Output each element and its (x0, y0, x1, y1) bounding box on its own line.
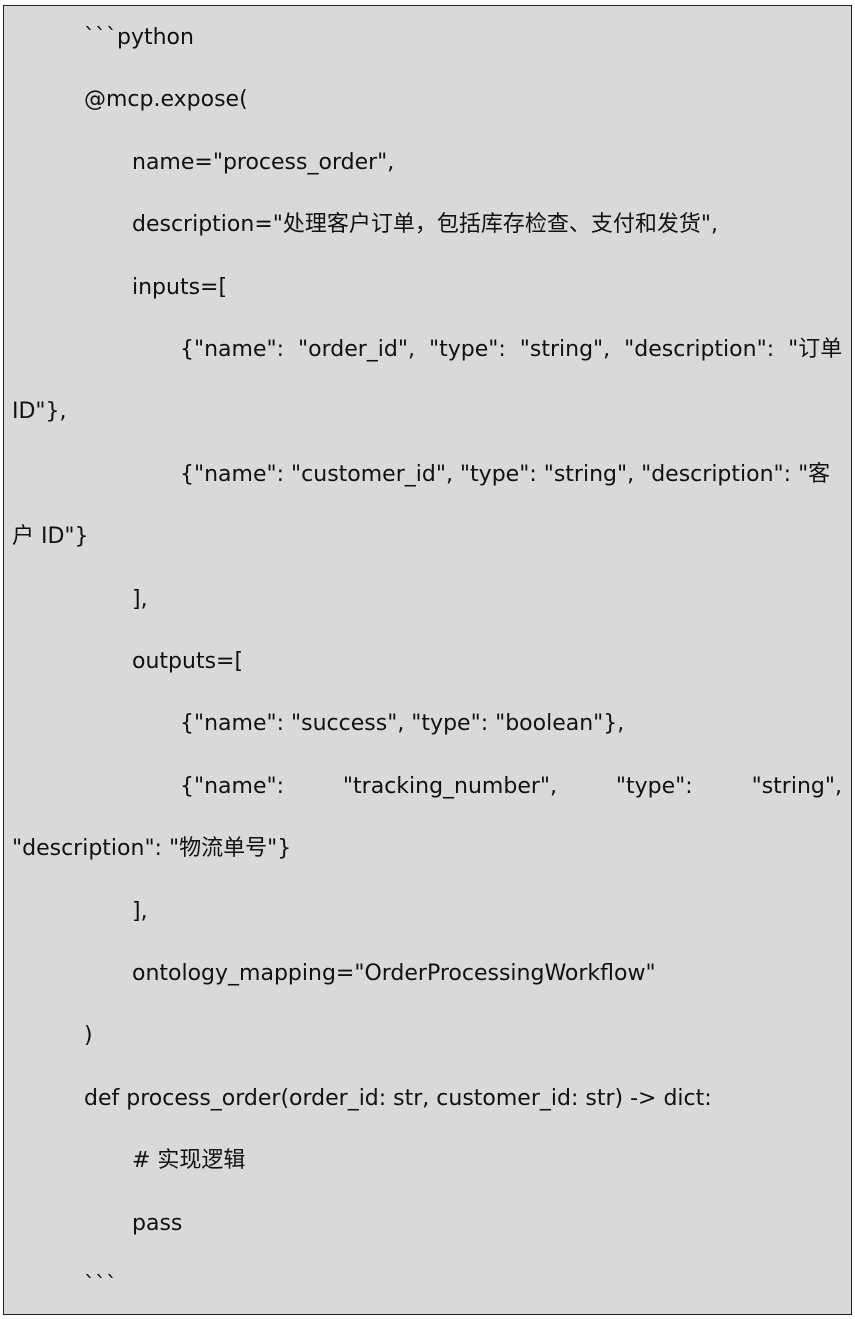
code-token: "tracking_number", (342, 773, 558, 799)
code-line: outputs=[ (132, 649, 244, 674)
code-line: {"name": "order_id", "type": "string", "… (180, 337, 843, 362)
code-line: description="处理客户订单，包括库存检查、支付和发货", (132, 212, 718, 238)
code-line: ontology_mapping="OrderProcessingWorkflo… (132, 961, 656, 986)
code-line: pass (132, 1210, 183, 1236)
code-line: ) (84, 1023, 93, 1049)
code-line: ], (132, 586, 148, 612)
code-line: {"name": "customer_id", "type": "string"… (180, 461, 831, 487)
code-line: ID"}, (12, 399, 67, 425)
code-token: {"name": (180, 773, 285, 799)
code-line: ```python (84, 25, 194, 50)
code-line: inputs=[ (132, 274, 228, 300)
code-line: # 实现逻辑 (132, 1148, 246, 1174)
code-line: ``` (84, 1273, 117, 1298)
code-token: "string", (751, 773, 842, 799)
code-line: ], (132, 898, 148, 924)
code-line: 户 ID"} (12, 524, 89, 550)
code-line: name="process_order", (132, 149, 395, 175)
code-line: "description": "物流单号"} (12, 836, 292, 862)
code-token: "type": (615, 773, 693, 799)
code-line: @mcp.expose( (84, 87, 248, 113)
code-line: {"name": "tracking_number", "type": "string… (180, 772, 842, 802)
code-block (3, 5, 852, 1315)
code-line: def process_order(order_id: str, custome… (84, 1085, 712, 1111)
code-line: {"name": "success", "type": "boolean"}, (180, 711, 625, 737)
